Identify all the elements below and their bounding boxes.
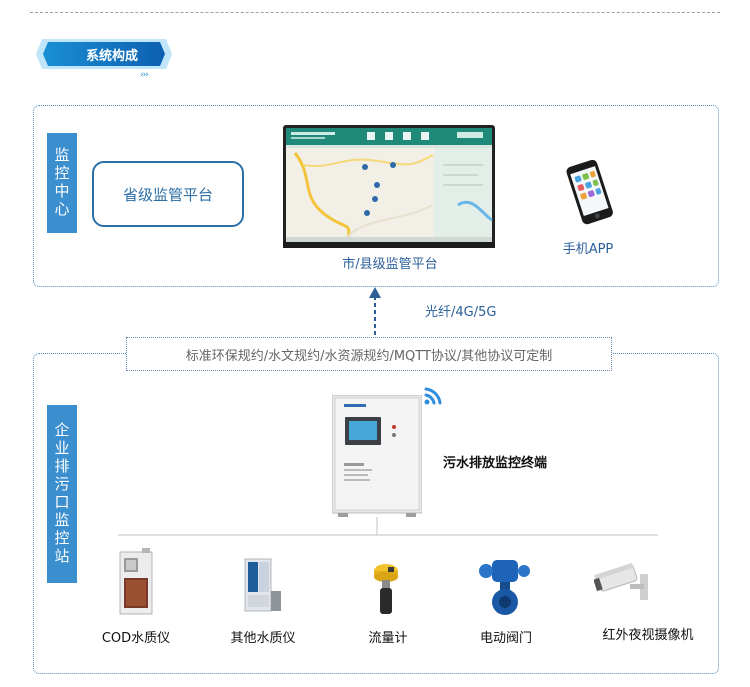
water-quality-analyzer-icon[interactable] (243, 557, 283, 613)
city-platform-monitor-icon[interactable] (283, 125, 495, 248)
device-label-camera: 红外夜视摄像机 (602, 628, 694, 643)
device-label-valve: 电动阀门 (479, 631, 532, 646)
ir-camera-icon[interactable] (594, 560, 652, 604)
section-title-badge (36, 39, 172, 69)
terminal-label: 污水排放监控终端 (443, 456, 548, 471)
electric-valve-icon[interactable] (478, 556, 532, 618)
monitoring-center-panel (33, 105, 719, 287)
smartphone-icon[interactable] (560, 160, 620, 226)
device-label-other-water: 其他水质仪 (230, 631, 296, 646)
enterprise-station-label: 企业排污口监控站 (47, 405, 77, 583)
flow-meter-icon[interactable] (368, 562, 404, 616)
device-label-flow: 流量计 (368, 631, 408, 646)
protocol-banner: 标准环保规约/水文规约/水资源规约/MQTT协议/其他协议可定制 (126, 337, 612, 371)
uplink-arrow-icon (369, 287, 381, 342)
city-platform-label: 市/县级监管平台 (342, 257, 438, 272)
monitoring-center-label: 监控中心 (47, 133, 77, 233)
wifi-icon (424, 387, 442, 405)
top-divider (30, 12, 720, 13)
network-label: 光纤/4G/5G (425, 305, 497, 320)
cod-analyzer-icon[interactable] (118, 548, 154, 616)
device-label-cod: COD水质仪 (101, 631, 171, 646)
chevron-right-icon: ››› (140, 70, 149, 80)
control-cabinet-icon[interactable] (332, 395, 422, 517)
device-bus-line (118, 517, 658, 536)
section-title: 系统构成 (85, 49, 138, 64)
provincial-platform-button[interactable]: 省级监管平台 (92, 161, 244, 227)
mobile-app-label: 手机APP (562, 242, 614, 257)
